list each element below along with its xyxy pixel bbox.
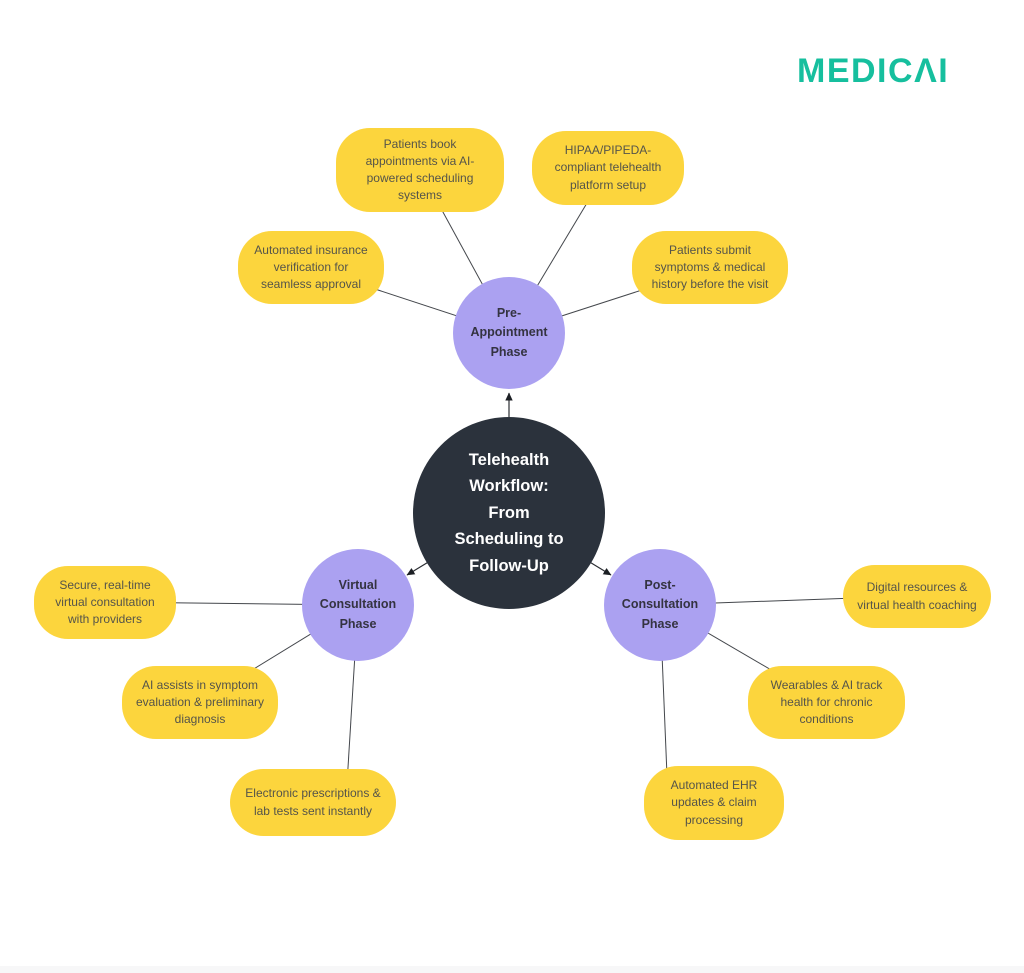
phase-label-line: Appointment (470, 325, 548, 340)
bubble-digital-resources-coaching: Digital resources & virtual health coach… (843, 565, 991, 628)
phase-label-line: Consultation (319, 597, 397, 612)
bubble-automated-ehr-updates: Automated EHR updates & claim processing (644, 766, 784, 840)
center-node-line: Scheduling to (454, 530, 564, 549)
phase-node-pre-appointment: Pre- Appointment Phase (453, 277, 565, 389)
phase-label-line: Phase (641, 616, 679, 631)
logo-caret-a-glyph: Λ (914, 52, 939, 90)
logo-text-before-a: MEDIC (797, 52, 915, 90)
phase-node-post-consultation: Post- Consultation Phase (604, 549, 716, 661)
center-node-line: Workflow: (469, 477, 549, 496)
logo-text-after-a: I (938, 52, 950, 90)
page-bottom-strip (0, 966, 1024, 973)
center-node-telehealth-workflow: Telehealth Workflow: From Scheduling to … (413, 417, 605, 609)
bubble-patients-book-appointments: Patients book appointments via AI-powere… (336, 128, 504, 212)
phase-label-line: Phase (490, 344, 528, 359)
bubble-wearables-ai-track: Wearables & AI track health for chronic … (748, 666, 905, 739)
phase-label-line: Virtual (338, 577, 378, 592)
bubble-patients-submit-symptoms: Patients submit symptoms & medical histo… (632, 231, 788, 304)
center-node-line: Follow-Up (469, 556, 549, 575)
medicai-logo: MEDICΛI (797, 52, 949, 91)
bubble-secure-realtime-consultation: Secure, real-time virtual consultation w… (34, 566, 176, 639)
center-node-line: From (488, 503, 530, 522)
phase-label-line: Post- (644, 577, 676, 592)
phase-label-line: Consultation (621, 597, 699, 612)
bubble-ai-symptom-evaluation: AI assists in symptom evaluation & preli… (122, 666, 278, 739)
bubble-automated-insurance-verification: Automated insurance verification for sea… (238, 231, 384, 304)
phase-label-line: Phase (339, 616, 377, 631)
center-node-line: Telehealth (468, 451, 550, 470)
bubble-hipaa-pipeda-compliant: HIPAA/PIPEDA-compliant telehealth platfo… (532, 131, 684, 205)
phase-label-line: Pre- (496, 305, 522, 320)
bubble-electronic-prescriptions: Electronic prescriptions & lab tests sen… (230, 769, 396, 836)
phase-node-virtual-consultation: Virtual Consultation Phase (302, 549, 414, 661)
